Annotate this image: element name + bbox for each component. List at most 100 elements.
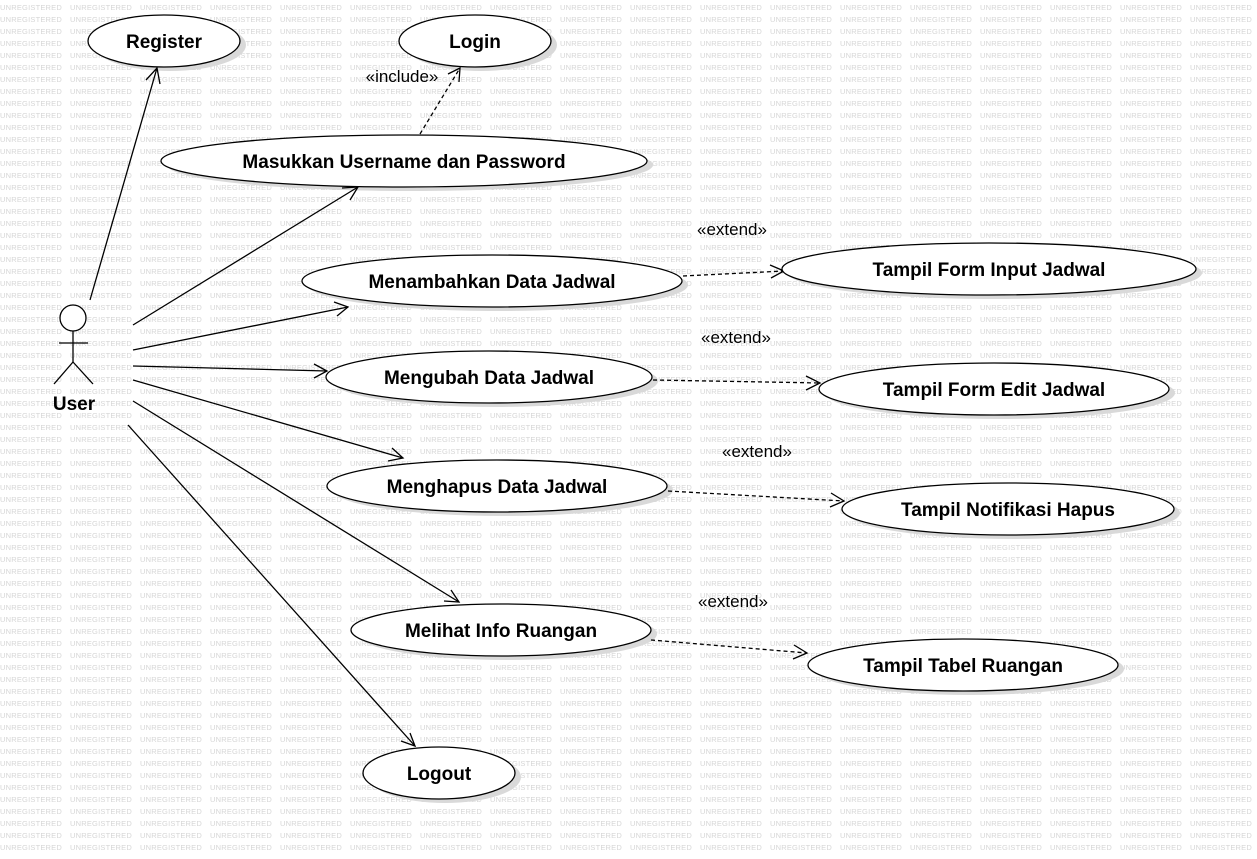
watermark-text: UNREGISTERED xyxy=(210,819,272,828)
watermark-text: UNREGISTERED xyxy=(770,279,832,288)
watermark-text: UNREGISTERED xyxy=(210,663,272,672)
watermark-text: UNREGISTERED xyxy=(350,87,412,96)
watermark-text: UNREGISTERED xyxy=(770,519,832,528)
watermark-text: UNREGISTERED xyxy=(420,735,482,744)
watermark-text: UNREGISTERED xyxy=(1190,99,1252,108)
use-case-tabel[interactable]: Tampil Tabel Ruangan xyxy=(807,638,1119,692)
watermark-text: UNREGISTERED xyxy=(350,567,412,576)
watermark-text: UNREGISTERED xyxy=(1190,195,1252,204)
watermark-text: UNREGISTERED xyxy=(210,87,272,96)
watermark-text: UNREGISTERED xyxy=(280,303,342,312)
watermark-text: UNREGISTERED xyxy=(980,783,1042,792)
watermark-text: UNREGISTERED xyxy=(840,207,902,216)
use-case-login[interactable]: Login xyxy=(398,14,552,68)
watermark-text: UNREGISTERED xyxy=(490,423,552,432)
use-case-mengubah[interactable]: Mengubah Data Jadwal xyxy=(325,350,653,404)
watermark-text: UNREGISTERED xyxy=(630,531,692,540)
watermark-text: UNREGISTERED xyxy=(630,423,692,432)
actor-label: User xyxy=(53,394,96,415)
watermark-text: UNREGISTERED xyxy=(1050,783,1112,792)
watermark-text: UNREGISTERED xyxy=(140,3,202,12)
watermark-text: UNREGISTERED xyxy=(770,723,832,732)
watermark-text: UNREGISTERED xyxy=(700,531,762,540)
watermark-text: UNREGISTERED xyxy=(70,63,132,72)
watermark-text: UNREGISTERED xyxy=(770,147,832,156)
watermark-text: UNREGISTERED xyxy=(840,219,902,228)
watermark-text: UNREGISTERED xyxy=(980,231,1042,240)
actor-user[interactable]: User xyxy=(53,304,96,415)
watermark-text: UNREGISTERED xyxy=(0,27,62,36)
watermark-text: UNREGISTERED xyxy=(840,123,902,132)
watermark-text: UNREGISTERED xyxy=(1190,315,1252,324)
watermark-text: UNREGISTERED xyxy=(560,687,622,696)
watermark-text: UNREGISTERED xyxy=(910,591,972,600)
watermark-text: UNREGISTERED xyxy=(770,687,832,696)
watermark-text: UNREGISTERED xyxy=(0,171,62,180)
watermark-text: UNREGISTERED xyxy=(770,567,832,576)
watermark-text: UNREGISTERED xyxy=(350,699,412,708)
watermark-text: UNREGISTERED xyxy=(770,759,832,768)
watermark-text: UNREGISTERED xyxy=(70,147,132,156)
watermark-text: UNREGISTERED xyxy=(700,435,762,444)
watermark-text: UNREGISTERED xyxy=(140,327,202,336)
watermark-text: UNREGISTERED xyxy=(210,579,272,588)
watermark-text: UNREGISTERED xyxy=(630,663,692,672)
watermark-text: UNREGISTERED xyxy=(490,759,552,768)
watermark-text: UNREGISTERED xyxy=(1050,447,1112,456)
watermark-text: UNREGISTERED xyxy=(700,75,762,84)
watermark-text: UNREGISTERED xyxy=(630,255,692,264)
watermark-text: UNREGISTERED xyxy=(630,699,692,708)
use-case-melihat[interactable]: Melihat Info Ruangan xyxy=(350,603,652,657)
watermark-text: UNREGISTERED xyxy=(840,687,902,696)
watermark-text: UNREGISTERED xyxy=(1190,171,1252,180)
use-case-menambahkan[interactable]: Menambahkan Data Jadwal xyxy=(301,254,683,308)
watermark-text: UNREGISTERED xyxy=(770,831,832,840)
use-case-register[interactable]: Register xyxy=(87,14,241,68)
watermark-text: UNREGISTERED xyxy=(700,135,762,144)
use-case-masukkan[interactable]: Masukkan Username dan Password xyxy=(160,134,648,188)
watermark-text: UNREGISTERED xyxy=(630,795,692,804)
watermark-text: UNREGISTERED xyxy=(1120,99,1182,108)
watermark-text: UNREGISTERED xyxy=(1190,555,1252,564)
watermark-text: UNREGISTERED xyxy=(1190,459,1252,468)
watermark-text: UNREGISTERED xyxy=(490,219,552,228)
watermark-text: UNREGISTERED xyxy=(210,471,272,480)
watermark-text: UNREGISTERED xyxy=(210,339,272,348)
watermark-text: UNREGISTERED xyxy=(700,111,762,120)
watermark-text: UNREGISTERED xyxy=(70,615,132,624)
watermark-text: UNREGISTERED xyxy=(910,603,972,612)
watermark-text: UNREGISTERED xyxy=(1120,459,1182,468)
watermark-text: UNREGISTERED xyxy=(1190,435,1252,444)
use-case-logout[interactable]: Logout xyxy=(362,746,516,800)
use-case-form-input[interactable]: Tampil Form Input Jadwal xyxy=(781,242,1197,296)
watermark-text: UNREGISTERED xyxy=(980,51,1042,60)
watermark-text: UNREGISTERED xyxy=(630,159,692,168)
watermark-text: UNREGISTERED xyxy=(0,747,62,756)
watermark-text: UNREGISTERED xyxy=(70,819,132,828)
watermark-text: UNREGISTERED xyxy=(1120,423,1182,432)
watermark-text: UNREGISTERED xyxy=(980,99,1042,108)
watermark-text: UNREGISTERED xyxy=(770,747,832,756)
watermark-text: UNREGISTERED xyxy=(280,399,342,408)
watermark-text: UNREGISTERED xyxy=(700,423,762,432)
use-case-notifikasi[interactable]: Tampil Notifikasi Hapus xyxy=(841,482,1175,536)
watermark-text: UNREGISTERED xyxy=(140,807,202,816)
watermark-text: UNREGISTERED xyxy=(1120,111,1182,120)
watermark-text: UNREGISTERED xyxy=(0,447,62,456)
watermark-text: UNREGISTERED xyxy=(770,27,832,36)
watermark-text: UNREGISTERED xyxy=(280,27,342,36)
watermark-text: UNREGISTERED xyxy=(350,243,412,252)
watermark-text: UNREGISTERED xyxy=(0,519,62,528)
watermark-text: UNREGISTERED xyxy=(910,39,972,48)
use-case-form-edit[interactable]: Tampil Form Edit Jadwal xyxy=(818,362,1170,416)
watermark-text: UNREGISTERED xyxy=(1050,759,1112,768)
watermark-text: UNREGISTERED xyxy=(350,543,412,552)
watermark-text: UNREGISTERED xyxy=(0,399,62,408)
watermark-text: UNREGISTERED xyxy=(700,771,762,780)
watermark-text: UNREGISTERED xyxy=(350,315,412,324)
use-case-menghapus[interactable]: Menghapus Data Jadwal xyxy=(326,459,668,513)
watermark-text: UNREGISTERED xyxy=(560,207,622,216)
watermark-text: UNREGISTERED xyxy=(350,351,412,360)
watermark-text: UNREGISTERED xyxy=(210,387,272,396)
watermark-text: UNREGISTERED xyxy=(840,615,902,624)
